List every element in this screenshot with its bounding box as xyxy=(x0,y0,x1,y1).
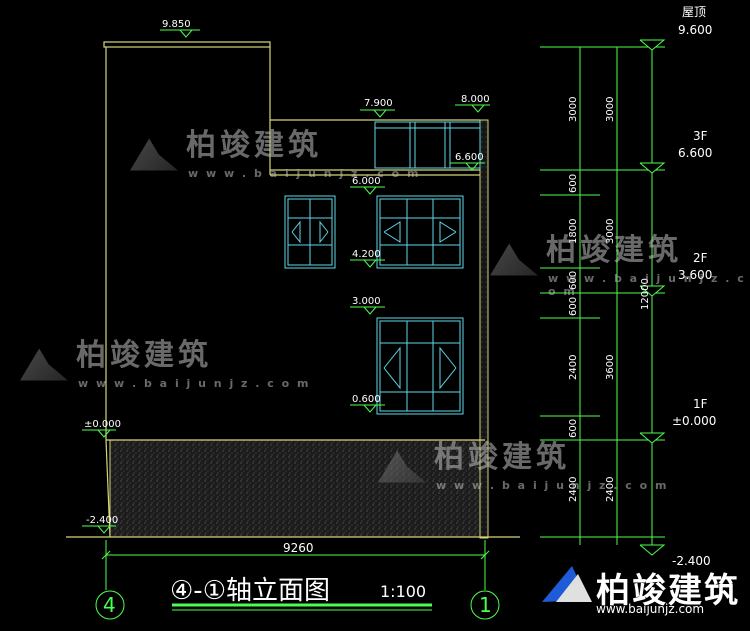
drawing-scale: 1:100 xyxy=(380,582,427,601)
window-2f-left xyxy=(284,195,336,269)
basement-hatch xyxy=(109,439,486,538)
elev-roof-parapet: 9.850 xyxy=(162,19,191,30)
width-dimension xyxy=(101,540,490,590)
drawing-title: ④-①轴立面图 xyxy=(170,570,330,607)
elev-8000: 8.000 xyxy=(461,94,490,105)
level-3f-label: 3F xyxy=(693,129,708,143)
elev-6000: 6.000 xyxy=(352,176,381,187)
dim-col1-8: 2400 xyxy=(568,477,579,502)
level-roof-label: 屋顶 xyxy=(682,5,706,19)
brand-name: 柏竣建筑 xyxy=(596,571,740,611)
dim-col1-3: 1800 xyxy=(568,219,579,244)
dim-col1-5: 600 xyxy=(568,297,579,316)
brand-logo xyxy=(542,566,592,602)
level-roof-value: 9.600 xyxy=(678,23,712,37)
right-dimension-lines xyxy=(540,39,666,556)
level-1f-value: ±0.000 xyxy=(672,414,716,428)
axis-right-label: 1 xyxy=(479,593,492,617)
title-main: 轴立面图 xyxy=(226,576,331,606)
dim-col1-6: 2400 xyxy=(568,355,579,380)
dim-col2-2: 3000 xyxy=(605,219,616,244)
title-prefix: ④-① xyxy=(170,576,226,606)
railing-windows xyxy=(374,121,481,169)
elev-0000: ±0.000 xyxy=(84,419,121,430)
level-3f-value: 6.600 xyxy=(678,146,712,160)
window-2f-right xyxy=(376,195,464,269)
dim-col1-7: 600 xyxy=(568,419,579,438)
dim-col1-1: 3000 xyxy=(568,97,579,122)
level-base-value: -2.400 xyxy=(672,554,711,568)
dim-col2-1: 3000 xyxy=(605,97,616,122)
elev-3000: 3.000 xyxy=(352,296,381,307)
elev-0600: 0.600 xyxy=(352,394,381,405)
elev-minus-2400: -2.400 xyxy=(86,515,118,526)
level-2f-label: 2F xyxy=(693,251,708,265)
axis-markers xyxy=(95,590,500,620)
side-wall-hatch xyxy=(479,119,489,539)
dim-col2-4: 2400 xyxy=(605,477,616,502)
elev-7900: 7.900 xyxy=(364,98,393,109)
axis-left-label: 4 xyxy=(103,593,116,617)
dim-col2-3: 3600 xyxy=(605,355,616,380)
dim-col1-2: 600 xyxy=(568,174,579,193)
elev-4200: 4.200 xyxy=(352,249,381,260)
right-level-texts: 屋顶 9.600 3F 6.600 2F 3.600 1F ±0.000 -2.… xyxy=(672,5,716,568)
brand-url: www.baijunjz.com xyxy=(596,602,705,616)
elevation-texts: 9.850 7.900 8.000 6.600 6.000 4.200 3.00… xyxy=(84,19,490,526)
right-dimension-texts: 3000 600 1800 600 600 2400 600 2400 3000… xyxy=(568,97,651,502)
level-1f-label: 1F xyxy=(693,397,708,411)
elevation-markers xyxy=(82,29,490,534)
total-width-label: 9260 xyxy=(283,541,314,555)
level-2f-value: 3.600 xyxy=(678,268,712,282)
window-1f xyxy=(376,317,464,415)
elev-6600: 6.600 xyxy=(455,152,484,163)
dim-col1-4: 600 xyxy=(568,271,579,290)
building-outline xyxy=(66,41,520,538)
dim-col3-1: 12000 xyxy=(640,278,651,310)
